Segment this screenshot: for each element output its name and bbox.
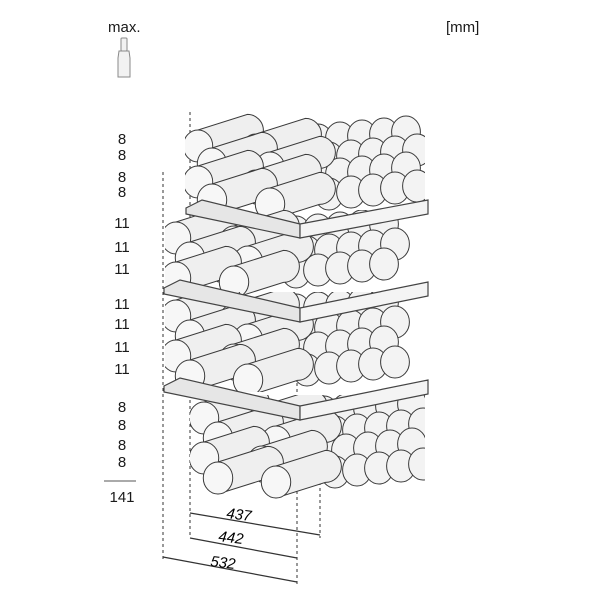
bottle-bottom [380,345,410,379]
row-count: 11 [114,215,130,232]
max-label: max. [108,19,141,36]
shelf-1[interactable] [185,199,429,239]
dimension-depth-3: 532 [210,553,238,573]
row-count: 8 [117,399,127,416]
bottle [218,249,300,299]
bottle-stack-bottom [190,395,425,499]
row-count: 11 [114,339,130,356]
row-count: 8 [117,454,127,471]
row-count: 8 [117,169,127,186]
row-count: 8 [117,147,127,164]
dimension-lines [162,512,321,583]
bottle-bottom [402,169,425,203]
bottle-stack-top [185,113,425,221]
row-count: 11 [114,239,130,256]
row-count: 11 [114,361,130,378]
dimension-depth-1: 437 [226,505,254,525]
bottle-bottom [369,247,399,281]
bottle-bottom [408,447,425,481]
row-count: 8 [117,131,127,148]
shelf-3[interactable] [163,377,429,421]
row-count: 11 [114,261,130,278]
dimension-depth-2: 442 [218,528,246,548]
shelf-2[interactable] [163,279,429,323]
row-count: 11 [114,316,130,333]
bottle [232,347,314,392]
row-count: 8 [117,184,127,201]
bottle-icon [117,37,131,78]
row-count: 8 [117,417,127,434]
row-count: 8 [117,437,127,454]
unit-label: [mm] [446,19,480,36]
bottle [260,449,342,499]
row-count: 11 [114,296,130,313]
total-count: 141 [109,489,135,506]
